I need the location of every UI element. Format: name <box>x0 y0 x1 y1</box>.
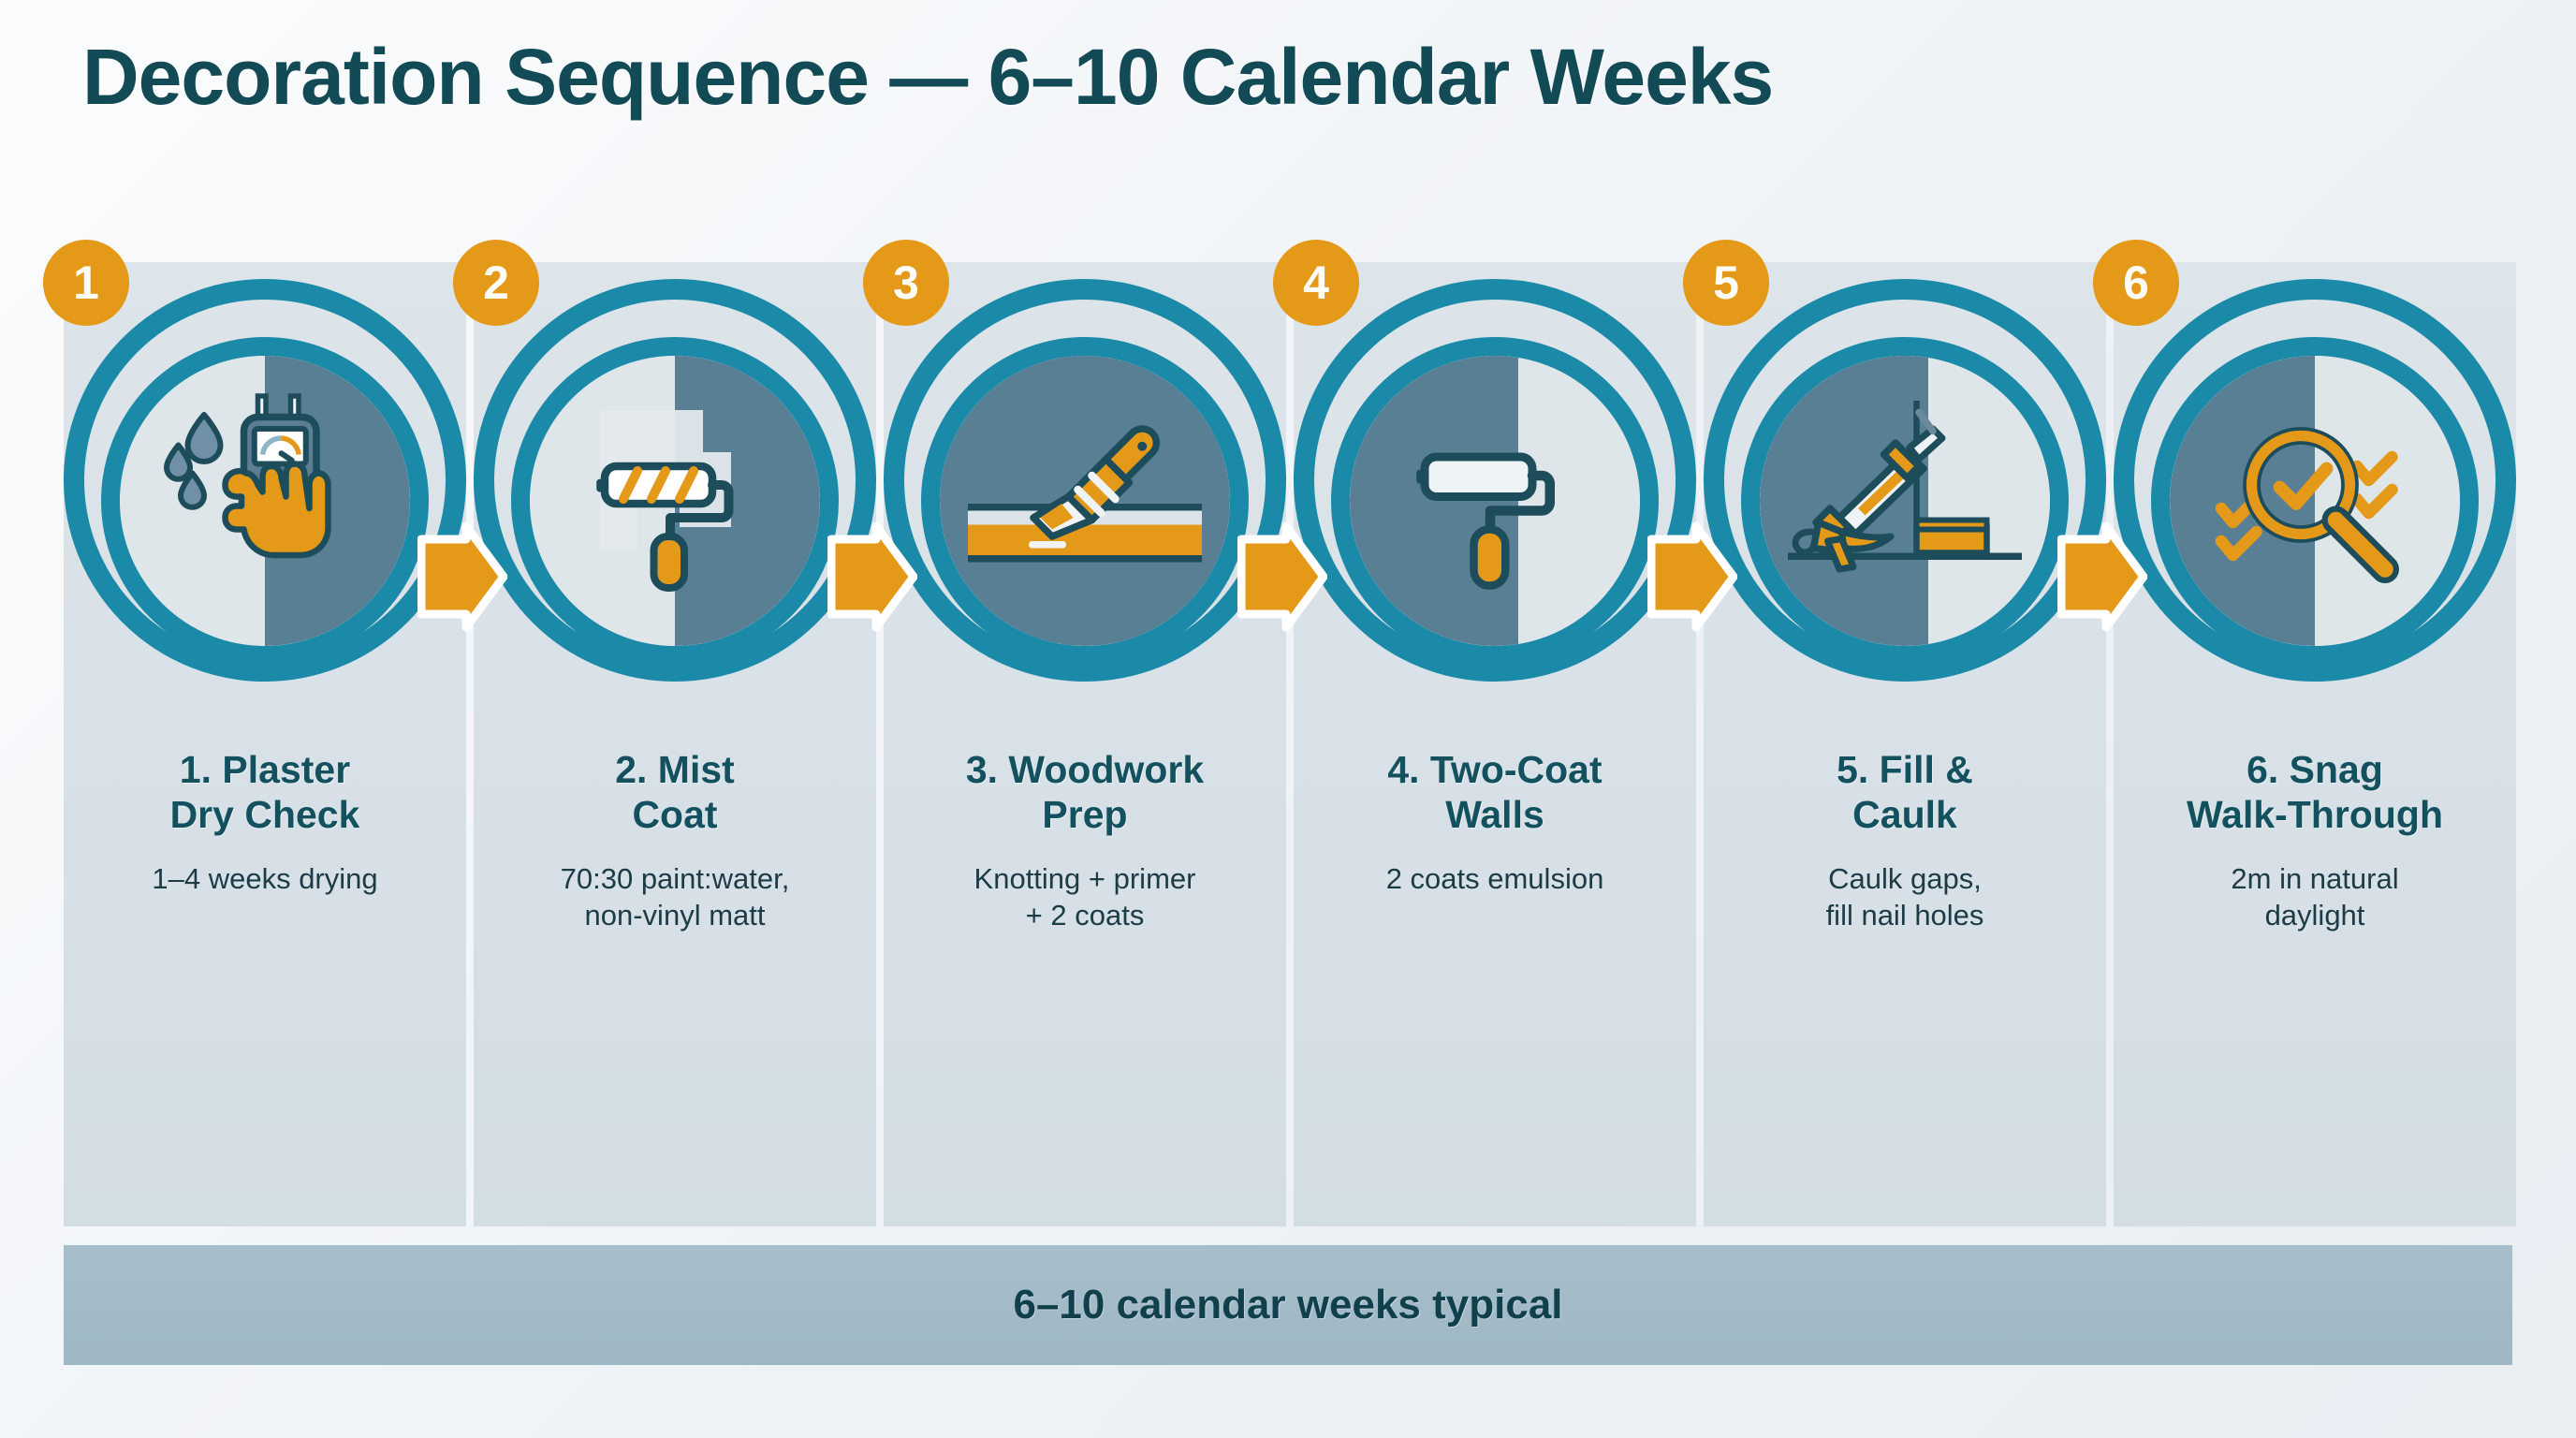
step-desc-2: 70:30 paint:water, non-vinyl matt <box>560 861 790 932</box>
step-title-2: 2. Mist Coat <box>615 748 735 837</box>
step-number-badge-2: 2 <box>453 240 539 326</box>
step-title-3: 3. Woodwork Prep <box>965 748 1205 837</box>
step-medallion-2: 2 <box>453 240 917 682</box>
connector-arrow-5 <box>2057 521 2147 632</box>
steps-strip: 1 <box>43 240 2516 1226</box>
step-medallion-1: 1 <box>43 240 507 682</box>
step-number-badge-6: 6 <box>2093 240 2179 326</box>
step-desc-3: Knotting + primer + 2 coats <box>973 861 1196 932</box>
connector-arrow-4 <box>1647 521 1737 632</box>
ring-fill <box>1760 356 2050 646</box>
moisture-meter-in-hand-icon <box>64 279 466 682</box>
step-card-text-1: 1. Plaster Dry Check 1–4 weeks drying <box>64 747 466 897</box>
step-card-6[interactable]: 6 <box>2093 240 2516 1226</box>
paint-roller-striped-icon <box>474 279 876 682</box>
step-medallion-4: 4 <box>1273 240 1737 682</box>
step-desc-6: 2m in natural daylight <box>2231 861 2399 932</box>
timeline-summary-text: 6–10 calendar weeks typical <box>1013 1282 1563 1328</box>
step-medallion-6: 6 <box>2093 240 2516 682</box>
paintbrush-on-trim-icon <box>884 279 1286 682</box>
page-title: Decoration Sequence — 6–10 Calendar Week… <box>82 33 1774 121</box>
step-desc-1: 1–4 weeks drying <box>152 861 378 895</box>
step-card-2[interactable]: 2 <box>453 240 917 1226</box>
step-desc-5: Caulk gaps, fill nail holes <box>1825 861 1984 932</box>
step-card-text-2: 2. Mist Coat 70:30 paint:water, non-viny… <box>474 747 876 934</box>
step-title-4: 4. Two-Coat Walls <box>1387 748 1603 837</box>
connector-arrow-1 <box>417 521 507 632</box>
step-card-3[interactable]: 3 <box>863 240 1327 1226</box>
step-card-text-3: 3. Woodwork Prep Knotting + primer + 2 c… <box>884 747 1286 934</box>
step-number-badge-4: 4 <box>1273 240 1359 326</box>
step-card-text-5: 5. Fill & Caulk Caulk gaps, fill nail ho… <box>1704 747 2106 934</box>
step-title-5: 5. Fill & Caulk <box>1837 748 1973 837</box>
step-number-badge-1: 1 <box>43 240 129 326</box>
step-medallion-3: 3 <box>863 240 1327 682</box>
connector-arrow-2 <box>827 521 917 632</box>
step-title-6: 6. Snag Walk-Through <box>2186 748 2444 837</box>
step-number-badge-3: 3 <box>863 240 949 326</box>
step-card-text-4: 4. Two-Coat Walls 2 coats emulsion <box>1294 747 1696 897</box>
step-medallion-5: 5 <box>1683 240 2147 682</box>
paint-roller-icon <box>1294 279 1696 682</box>
step-card-text-6: 6. Snag Walk-Through 2m in natural dayli… <box>2114 747 2516 934</box>
step-desc-4: 2 coats emulsion <box>1385 861 1604 895</box>
step-card-1[interactable]: 1 <box>43 240 507 1226</box>
ring-half-shade <box>1760 356 1928 646</box>
caulk-gun-icon <box>1704 279 2106 682</box>
step-card-4[interactable]: 4 4. Two-Coat Walls 2 coats e <box>1273 240 1737 1226</box>
step-card-5[interactable]: 5 <box>1683 240 2147 1226</box>
timeline-summary-bar: 6–10 calendar weeks typical <box>64 1245 2512 1365</box>
connector-arrow-3 <box>1237 521 1327 632</box>
step-number-badge-5: 5 <box>1683 240 1769 326</box>
step-title-1: 1. Plaster Dry Check <box>169 748 360 837</box>
magnifier-checklist-icon <box>2114 279 2516 682</box>
ring-fill <box>2170 356 2460 646</box>
